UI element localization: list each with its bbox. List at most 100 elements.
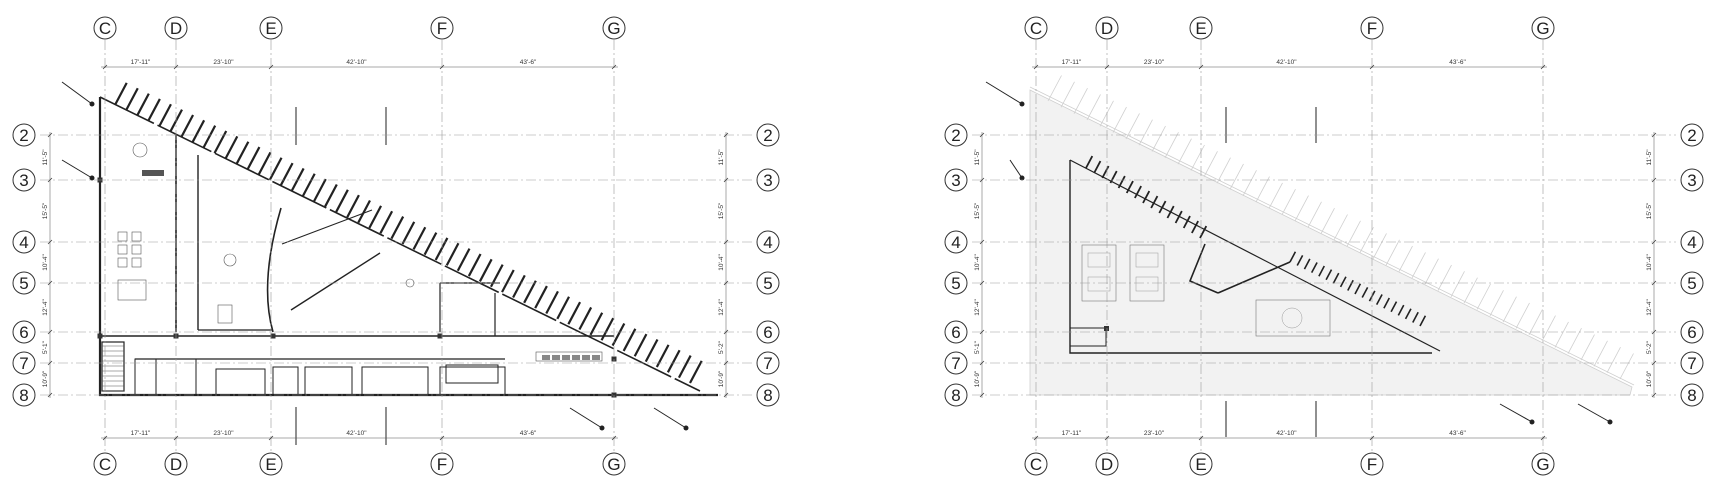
facade-fin — [534, 285, 548, 309]
facade-fin — [1134, 185, 1142, 199]
facade-fin — [1216, 157, 1231, 184]
dimension-tick — [47, 132, 53, 138]
section-marker-icon — [89, 101, 95, 107]
facade-fin — [1354, 283, 1362, 295]
grid-bubble-row — [944, 383, 968, 407]
grid-label-column-bottom: D — [170, 455, 182, 474]
grid-bubble-row — [1680, 168, 1704, 192]
structural-column — [270, 333, 276, 339]
facade-fin — [1489, 290, 1504, 317]
grid-bubble-row — [756, 383, 780, 407]
grid-bubble-column — [164, 452, 188, 476]
structural-column — [1104, 326, 1109, 331]
furniture-chair — [131, 257, 142, 268]
facade-fin — [1255, 176, 1270, 203]
section-cut-line — [569, 407, 603, 429]
grid-label-row-right: 3 — [763, 171, 772, 190]
upper-level-wall — [1217, 261, 1291, 294]
facade-fin — [158, 103, 172, 127]
facade-fin — [1151, 125, 1166, 152]
section-marker-icon — [599, 425, 605, 431]
furniture-chair — [117, 231, 128, 242]
dimension-label-column: 43'-6" — [520, 59, 537, 66]
facade-fin — [1385, 239, 1400, 266]
dimension-tick — [1651, 177, 1657, 183]
section-cut-line — [985, 81, 1023, 105]
room-outline — [272, 366, 299, 396]
facade-fin — [1166, 205, 1175, 219]
facade-fin — [600, 317, 615, 341]
grid-label-column-top: D — [1101, 19, 1113, 38]
facade-fin — [257, 151, 272, 176]
grid-bubble-column — [1024, 452, 1048, 476]
facade-fin — [633, 333, 648, 357]
grid-label-row-right: 6 — [763, 323, 772, 342]
dimension-label-column: 43'-6" — [1449, 430, 1466, 437]
grid-label-column-bottom: G — [1536, 455, 1549, 474]
section-marker-icon — [683, 425, 689, 431]
facade-fin — [1554, 321, 1569, 348]
grid-label-row-left: 6 — [951, 323, 960, 342]
facade-fin — [1593, 340, 1608, 367]
grid-bubble-column — [1360, 16, 1384, 40]
section-cut-line — [1577, 403, 1611, 423]
facade-fin — [1289, 251, 1297, 263]
dimension-label-row: 10'-4" — [42, 254, 49, 271]
facade-fin — [1177, 138, 1192, 165]
furniture-chair — [223, 253, 237, 267]
grid-label-row-right: 5 — [1687, 274, 1696, 293]
grid-bubble-column — [1095, 16, 1119, 40]
grid-bubble-row — [944, 351, 968, 375]
grid-label-row-right: 7 — [1687, 354, 1696, 373]
facade-fin — [1332, 272, 1340, 284]
facade-fin — [1142, 190, 1151, 204]
grid-bubble-row — [1680, 383, 1704, 407]
dimension-label-row: 12'-4" — [1646, 299, 1653, 316]
facade-fin — [1125, 180, 1134, 194]
grid-bubble-row — [1680, 351, 1704, 375]
grid-bubble-row — [12, 230, 36, 254]
grid-bubble-row — [12, 168, 36, 192]
dimension-label-row: 15'-5" — [42, 202, 49, 219]
room-outline — [215, 368, 266, 396]
facade-fin — [1383, 297, 1390, 309]
facade-fin — [1347, 279, 1354, 291]
grid-bubble-column — [1360, 452, 1384, 476]
facade-fin — [1606, 346, 1621, 373]
rooftop-unit-detail — [1281, 307, 1303, 329]
dimension-tick — [173, 435, 179, 441]
facade-fin — [1242, 170, 1257, 196]
facade-fin — [1320, 207, 1335, 234]
facade-fin — [1502, 296, 1517, 323]
dimension-label-row: 5'-1" — [42, 340, 49, 354]
facade-fin — [545, 290, 559, 315]
facade-fin — [512, 274, 526, 298]
facade-fin — [501, 269, 515, 293]
grid-label-row-left: 4 — [19, 233, 28, 252]
dimension-label-row: 10'-4" — [1646, 254, 1653, 271]
facade-fin — [1361, 286, 1369, 298]
dimension-label-row: 12'-4" — [974, 299, 981, 316]
facade-fin — [677, 355, 692, 379]
upper-level-wall — [1069, 159, 1441, 352]
dimension-label-row: 10'-9" — [974, 370, 981, 387]
facade-fin — [1203, 151, 1218, 178]
facade-fin — [1158, 200, 1167, 214]
grid-label-row-left: 3 — [951, 171, 960, 190]
dimension-label-column: 17'-11" — [131, 59, 151, 66]
section-marker-icon — [1019, 175, 1025, 181]
facade-fin — [1411, 252, 1426, 279]
grid-label-row-right: 4 — [1687, 233, 1696, 252]
furniture-chair — [131, 244, 142, 255]
facade-fin — [1333, 214, 1348, 241]
grid-bubble-column — [1189, 16, 1213, 40]
furniture-table — [117, 279, 147, 301]
facade-fin — [1580, 334, 1595, 361]
grid-label-column-bottom: E — [265, 455, 276, 474]
grid-bubble-column — [93, 16, 117, 40]
facade-fin — [1567, 328, 1582, 354]
dimension-label-row: 5'-2" — [718, 340, 725, 354]
dimension-tick — [439, 64, 445, 70]
curved-wall — [266, 207, 282, 333]
